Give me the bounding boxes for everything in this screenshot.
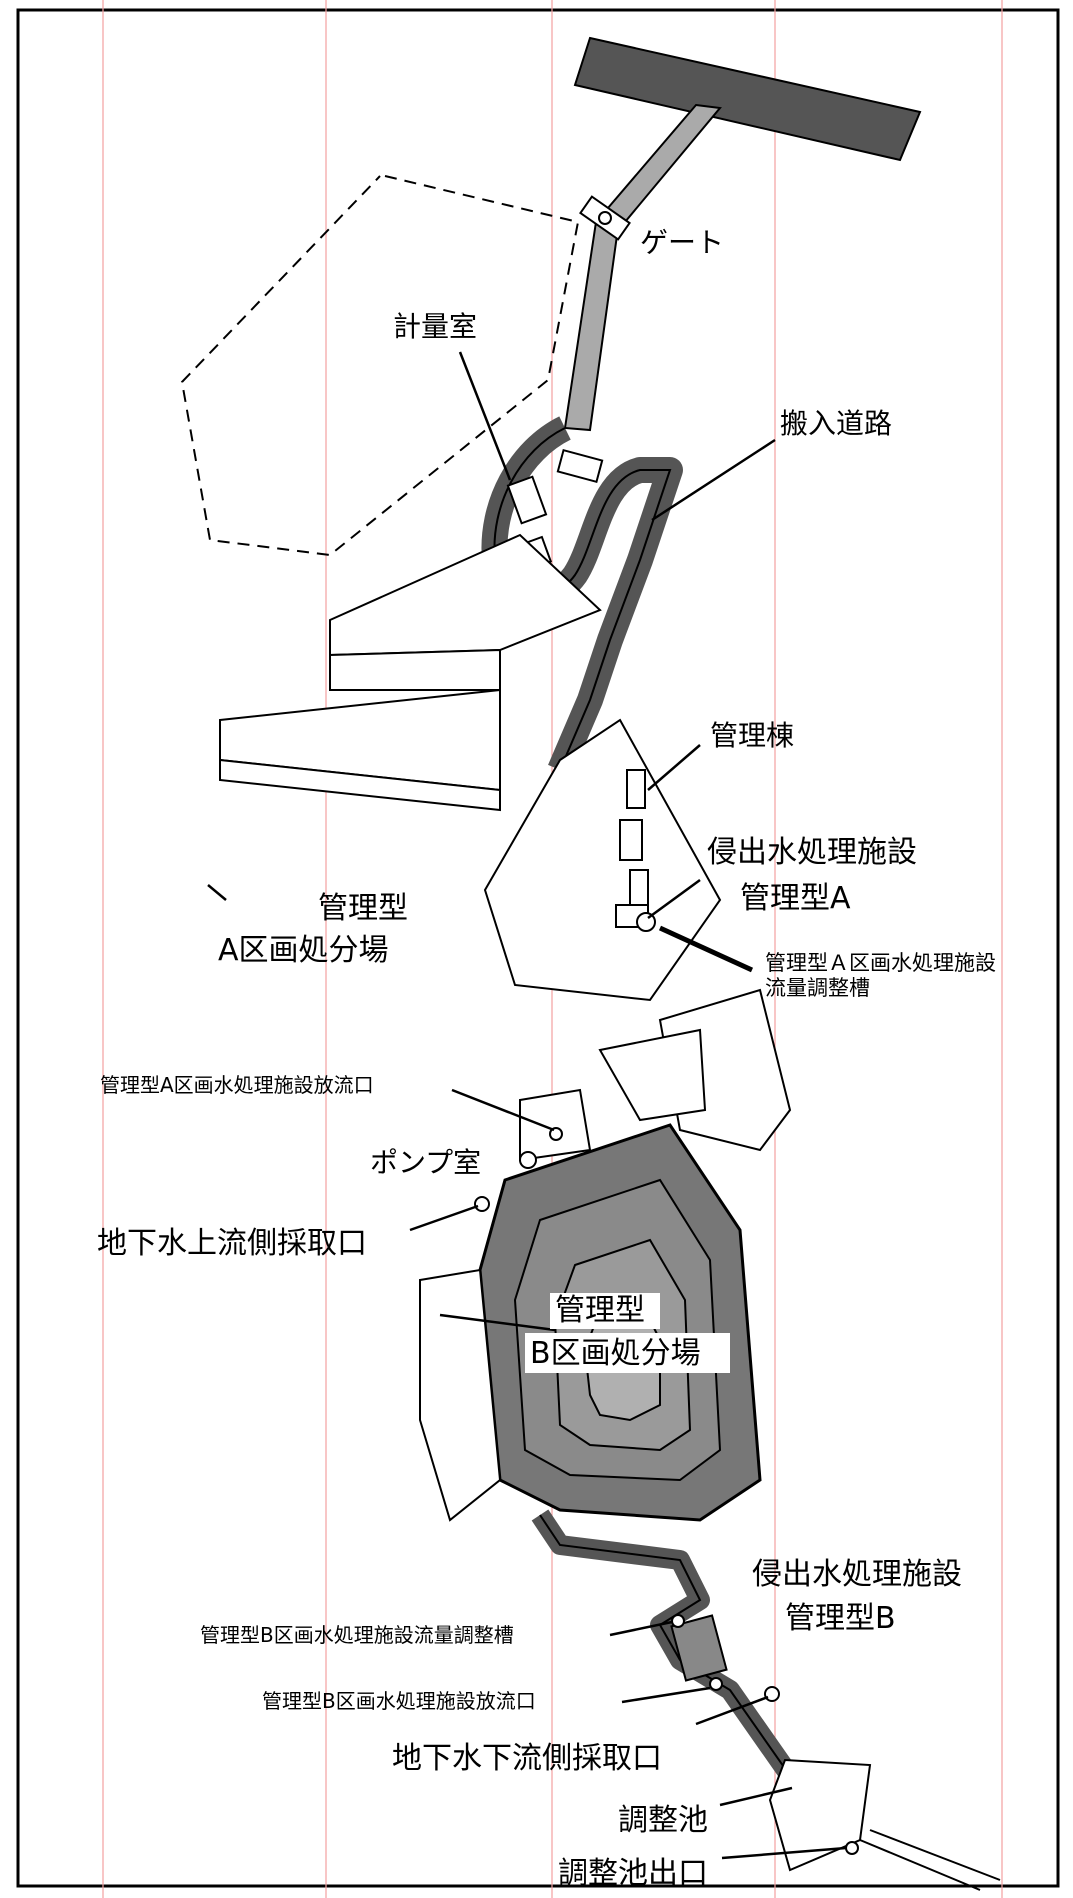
site-boundary <box>180 175 580 557</box>
leachate-facility-a-label-1: 侵出水処理施設 <box>707 835 917 870</box>
admin-building-label: 管理棟 <box>710 719 794 752</box>
leachate-facility-a-label-2: 管理型A <box>740 881 851 916</box>
outlet-b-label: 管理型B区画水処理施設放流口 <box>262 1689 536 1713</box>
map-border <box>16 8 1060 1888</box>
groundwater-downstream-label: 地下水下流側採取口 <box>392 1741 662 1776</box>
landfill-b-label-2-bg <box>525 1333 730 1373</box>
flow-tank-a-label-2: 流量調整槽 <box>765 976 870 1000</box>
gate-label: ゲート <box>640 226 724 259</box>
road-to-gate <box>594 103 722 230</box>
landfill-a-label-2: A区画処分場 <box>218 933 389 968</box>
outlet-a-label: 管理型A区画水処理施設放流口 <box>100 1073 374 1097</box>
main-road <box>573 36 922 162</box>
pond-outlet-marker <box>845 1841 859 1855</box>
pump-room-label: ポンプ室 <box>370 1146 481 1179</box>
retention-pond <box>768 1758 1001 1891</box>
admin-building-area <box>483 718 722 1002</box>
outlet-a-marker <box>549 1127 563 1141</box>
groundwater-upstream-label: 地下水上流側採取口 <box>97 1226 367 1261</box>
landfill-a-terraces <box>219 533 602 812</box>
access-road-label: 搬入道路 <box>780 407 892 440</box>
landfill-a-label-1: 管理型 <box>318 891 408 926</box>
retention-pond-outlet-label: 調整池出口 <box>558 1856 708 1891</box>
flow-tank-a-label-1: 管理型Ａ区画水処理施設 <box>765 951 996 975</box>
weighing-room-label: 計量室 <box>393 310 477 343</box>
groundwater-downstream-marker <box>764 1686 780 1702</box>
flow-tank-b-label: 管理型B区画水処理施設流量調整槽 <box>200 1623 514 1647</box>
sampling-markers <box>474 1127 859 1855</box>
retention-pond-label: 調整池 <box>618 1803 708 1838</box>
flow-tank-b-marker <box>671 1614 685 1628</box>
leachate-facility-b-building <box>670 1614 728 1682</box>
pump-room-marker <box>519 1151 537 1169</box>
groundwater-upstream-marker <box>474 1196 490 1212</box>
outlet-b-marker <box>709 1677 723 1691</box>
east-buildings <box>519 988 792 1162</box>
leachate-facility-b-label-2: 管理型B <box>785 1601 896 1636</box>
landfill-b-label-2: B区画処分場 <box>530 1336 701 1371</box>
leader-lines <box>207 351 847 1860</box>
leachate-facility-b-label-1: 侵出水処理施設 <box>752 1557 962 1592</box>
landfill-b-label-1: 管理型 <box>555 1293 645 1328</box>
gate-icon <box>579 195 631 241</box>
landfill-b-label-bg <box>550 1293 660 1329</box>
